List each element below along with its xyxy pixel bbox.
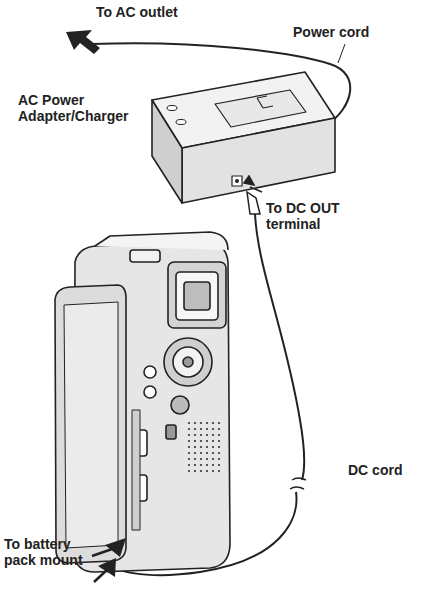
outlet-arrow <box>66 30 100 54</box>
ac-adapter <box>152 72 335 203</box>
callout-label: To battery pack mount <box>4 536 94 568</box>
arrow-shaft <box>92 548 115 556</box>
part-label: AC Power Adapter/Charger <box>18 92 146 124</box>
camcorder <box>55 232 230 572</box>
arrow-shaft <box>94 569 108 582</box>
callout-label: To AC outlet <box>96 4 178 20</box>
break-mark <box>290 478 306 489</box>
callout-label: To DC OUT terminal <box>266 200 362 232</box>
part-label: DC cord <box>348 462 402 478</box>
dc-plug <box>244 176 262 214</box>
arrow-head <box>105 538 126 557</box>
dc-cord <box>255 214 304 480</box>
leader-line <box>338 44 345 63</box>
callout-label: Power cord <box>293 24 369 40</box>
